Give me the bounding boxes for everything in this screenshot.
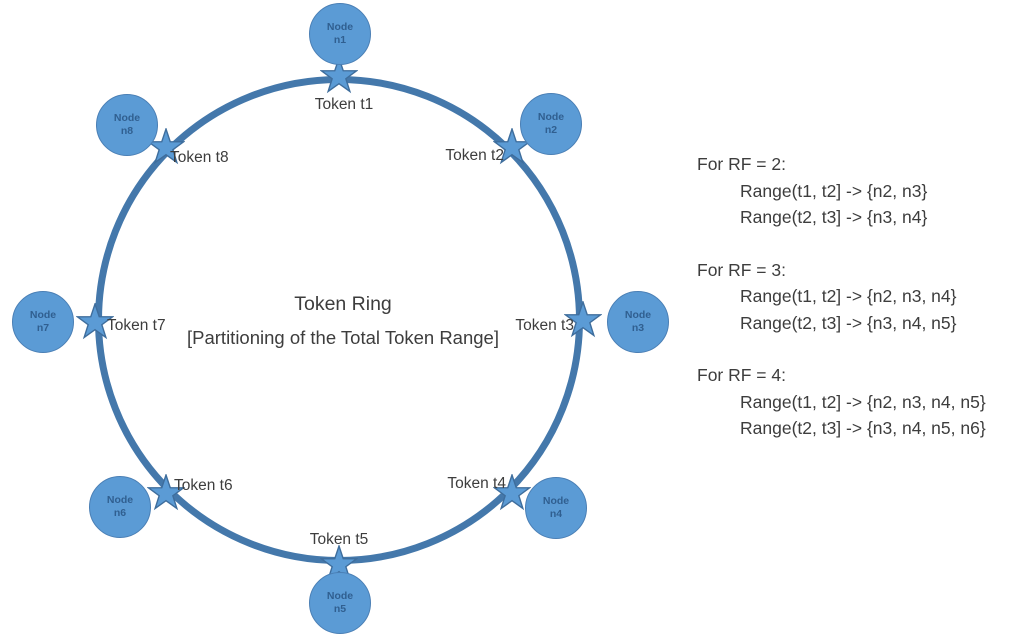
node-circle-n8: Node n8 <box>96 94 158 156</box>
rf-range-line: Range(t2, t3] -> {n3, n4} <box>740 207 928 227</box>
node-circle-n7: Node n7 <box>12 291 74 353</box>
token-label-t5: Token t5 <box>309 531 369 548</box>
node-id: n7 <box>36 322 50 334</box>
rf-range-line: Range(t1, t2] -> {n2, n3, n4, n5} <box>740 391 986 412</box>
node-id: n1 <box>333 34 347 46</box>
rf-block-3: For RF = 3: Range(t1, t2] -> {n2, n3, n4… <box>697 257 986 337</box>
token-label-t1: Token t1 <box>314 96 374 113</box>
node-circle-n3: Node n3 <box>607 291 669 353</box>
rf-heading: For RF = 2: <box>697 154 786 174</box>
rf-range-line: Range(t1, t2] -> {n2, n3} <box>740 180 928 201</box>
node-label: Node <box>326 590 354 602</box>
node-id: n6 <box>113 507 127 519</box>
token-star-t5 <box>320 545 358 582</box>
rf-heading: For RF = 3: <box>697 259 786 280</box>
node-id: n8 <box>120 125 134 137</box>
node-circle-n1: Node n1 <box>309 3 371 65</box>
token-star-t1 <box>320 57 358 94</box>
node-label: Node <box>542 495 570 507</box>
node-circle-n4: Node n4 <box>525 477 587 539</box>
node-label: Node <box>326 21 354 33</box>
node-id: n5 <box>333 603 347 615</box>
token-label-t7: Token t7 <box>107 317 166 334</box>
token-star-t7 <box>76 303 114 340</box>
node-id: n2 <box>544 124 558 136</box>
rf-block-4: For RF = 4: Range(t1, t2] -> {n2, n3, n4… <box>697 362 986 442</box>
node-label: Node <box>537 111 565 123</box>
node-circle-n5: Node n5 <box>309 572 371 634</box>
node-id: n3 <box>631 322 645 334</box>
token-star-t3 <box>564 301 602 338</box>
token-label-t6: Token t6 <box>174 477 233 494</box>
rf-range-line: Range(t2, t3] -> {n3, n4, n5, n6} <box>740 418 986 438</box>
rf-range-line: Range(t2, t3] -> {n3, n4, n5} <box>740 312 957 333</box>
node-label: Node <box>106 494 134 506</box>
ring-subtitle: [Partitioning of the Total Token Range] <box>187 327 499 348</box>
rf-block-2: For RF = 2: Range(t1, t2] -> {n2, n3} Ra… <box>697 151 986 231</box>
token-label-t4: Token t4 <box>447 475 506 492</box>
node-circle-n2: Node n2 <box>520 93 582 155</box>
token-label-t8: Token t8 <box>170 149 229 166</box>
token-label-t3: Token t3 <box>515 317 574 334</box>
node-id: n4 <box>549 508 563 520</box>
rf-panel: For RF = 2: Range(t1, t2] -> {n2, n3} Ra… <box>697 151 986 468</box>
token-star-t4 <box>493 474 531 511</box>
rf-range-line: Range(t1, t2] -> {n2, n3, n4} <box>740 286 957 306</box>
node-circle-n6: Node n6 <box>89 476 151 538</box>
node-label: Node <box>113 112 141 124</box>
ring-title: Token Ring <box>294 293 392 315</box>
node-label: Node <box>624 309 652 321</box>
token-label-t2: Token t2 <box>445 147 504 164</box>
token-star-t6 <box>147 474 185 511</box>
node-label: Node <box>29 309 57 321</box>
rf-heading: For RF = 4: <box>697 365 786 385</box>
